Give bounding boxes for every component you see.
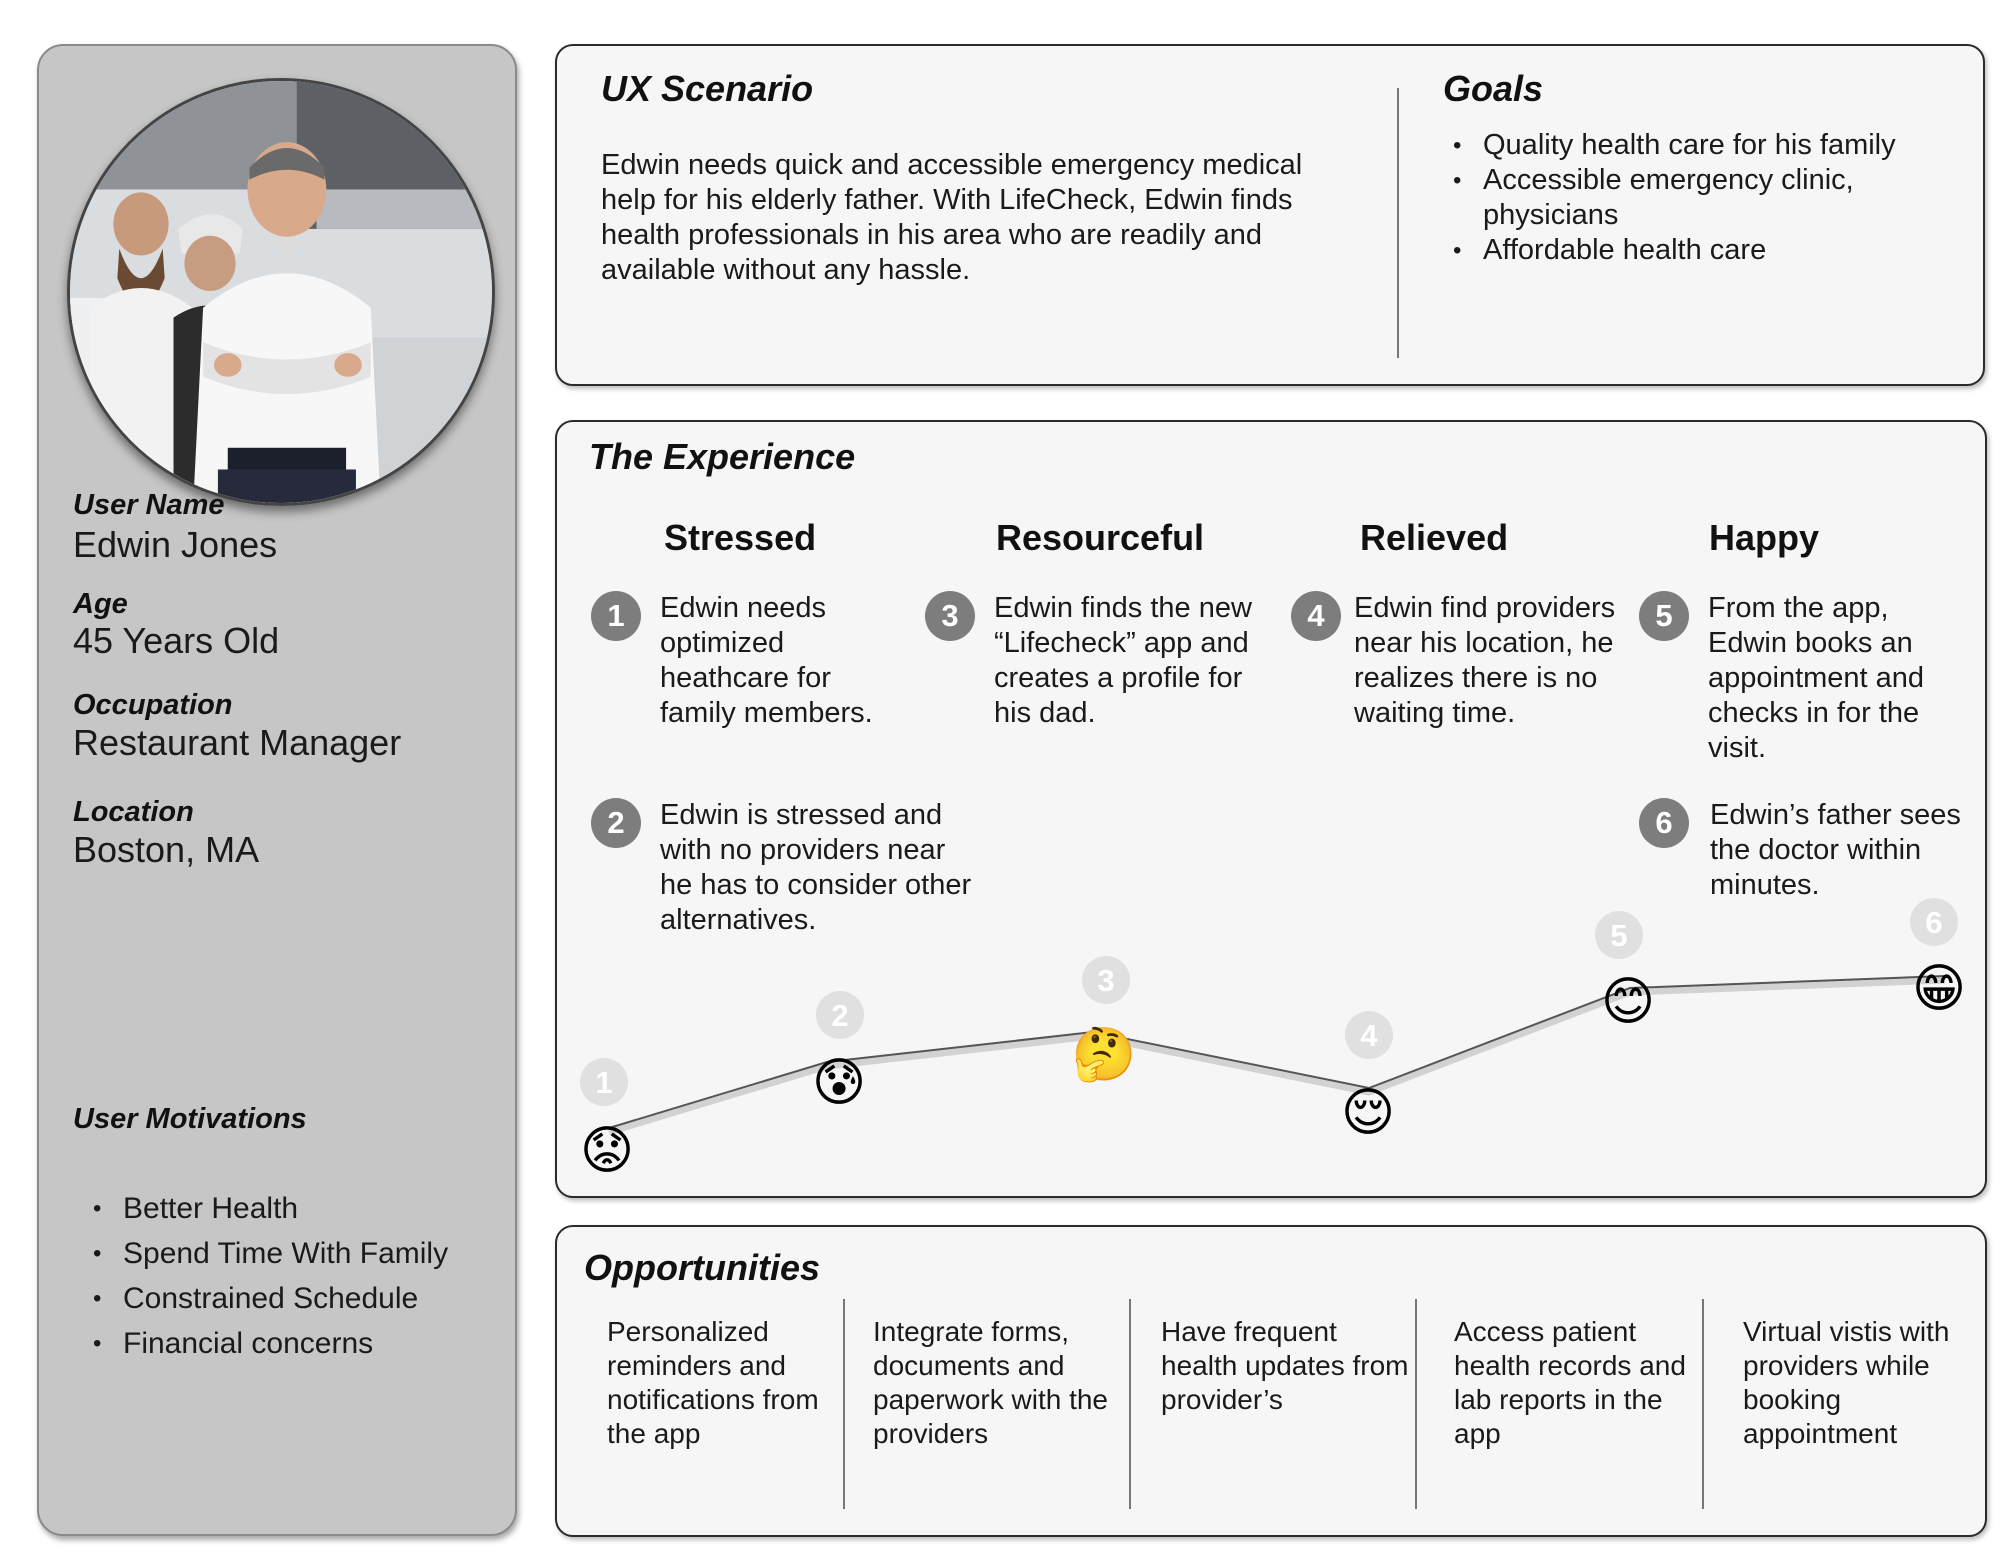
- step-text-1: Edwin needs optimized heathcare for fami…: [660, 592, 873, 729]
- opportunities-title: Opportunities: [584, 1247, 820, 1288]
- journey-point-2: 2 😰: [812, 991, 866, 1113]
- goal-item: Accessible emergency clinic, physicians: [1453, 163, 1973, 233]
- journey-number-3: 3: [1097, 963, 1114, 998]
- location-label: Location: [73, 796, 194, 828]
- journey-point-5: 5 😊: [1595, 911, 1655, 1032]
- age-label: Age: [73, 588, 128, 620]
- step-text-2: Edwin is stressed and with no providers …: [660, 799, 972, 936]
- goal-item: Quality health care for his family: [1453, 128, 1973, 163]
- opportunity-item-4: Access patient health records and lab re…: [1454, 1316, 1686, 1449]
- motivations-list: Better Health Spend Time With Family Con…: [93, 1186, 448, 1366]
- opportunity-divider: [1702, 1299, 1704, 1509]
- motivation-item: Financial concerns: [93, 1321, 448, 1366]
- experience-panel: The Experience Stressed Resourceful Reli…: [555, 420, 1987, 1198]
- journey-number-6: 6: [1925, 905, 1942, 940]
- step-badge-5: 5: [1639, 591, 1689, 641]
- journey-point-6: 6 😁: [1910, 898, 1966, 1019]
- scenario-divider: [1397, 88, 1399, 358]
- experience-title: The Experience: [589, 436, 856, 477]
- location-value: Boston, MA: [73, 829, 260, 870]
- scenario-panel: UX Scenario Edwin needs quick and access…: [555, 44, 1985, 386]
- step-badge-6: 6: [1639, 798, 1689, 848]
- step-badge-3: 3: [925, 591, 975, 641]
- opportunity-divider: [1129, 1299, 1131, 1509]
- goals-list: Quality health care for his family Acces…: [1453, 128, 1973, 268]
- opportunity-item-2: Integrate forms, documents and paperwork…: [873, 1316, 1109, 1449]
- opportunity-item-1: Personalized reminders and notifications…: [607, 1316, 819, 1449]
- journey-point-4: 4 😌: [1341, 1011, 1395, 1143]
- stage-stressed: Stressed: [664, 517, 817, 558]
- emoji-worried: 😟: [580, 1121, 634, 1181]
- opportunity-item-5: Virtual vistis with providers while book…: [1743, 1316, 1950, 1449]
- motivation-item: Better Health: [93, 1186, 448, 1231]
- journey-point-1: 1 😟: [580, 1058, 634, 1181]
- emoji-relieved: 😌: [1341, 1083, 1395, 1143]
- stage-relieved: Relieved: [1360, 517, 1509, 558]
- journey-number-1: 1: [595, 1065, 612, 1100]
- opportunity-divider: [843, 1299, 845, 1509]
- emoji-thinking: 🤔: [1072, 1025, 1137, 1085]
- goal-item: Affordable health care: [1453, 233, 1973, 268]
- scenario-title: UX Scenario: [601, 68, 814, 109]
- persona-sidebar: User Name Edwin Jones Age 45 Years Old O…: [37, 44, 517, 1536]
- step-badge-2: 2: [591, 798, 641, 848]
- occupation-label: Occupation: [73, 689, 233, 721]
- occupation-value: Restaurant Manager: [73, 722, 402, 763]
- scenario-text: Edwin needs quick and accessible emergen…: [601, 149, 1303, 286]
- journey-number-2: 2: [831, 998, 848, 1033]
- age-value: 45 Years Old: [73, 620, 280, 661]
- step-badge-4: 4: [1291, 591, 1341, 641]
- journey-point-3: 3 🤔: [1072, 956, 1137, 1085]
- emotion-journey: 1 😟 2 😰 3 🤔 4 😌 5 😊 6 😁: [580, 898, 1966, 1181]
- opportunity-item-3: Have frequent health updates from provid…: [1161, 1316, 1409, 1415]
- emoji-grinning: 😁: [1912, 959, 1966, 1019]
- stage-happy: Happy: [1709, 517, 1820, 558]
- persona-photo: [70, 81, 492, 503]
- goals-title: Goals: [1443, 68, 1544, 109]
- opportunity-divider: [1415, 1299, 1417, 1509]
- motivation-item: Constrained Schedule: [93, 1276, 448, 1321]
- step-text-5: From the app, Edwin books an appointment…: [1708, 592, 1925, 764]
- journey-number-4: 4: [1360, 1018, 1378, 1053]
- step-text-4: Edwin find providers near his location, …: [1354, 592, 1616, 729]
- journey-number-5: 5: [1610, 918, 1627, 953]
- user-name-value: Edwin Jones: [73, 524, 278, 565]
- step-badge-1: 1: [591, 591, 641, 641]
- motivations-label: User Motivations: [73, 1103, 307, 1135]
- step-text-3: Edwin finds the new “Lifecheck” app and …: [994, 592, 1252, 729]
- emoji-anxious: 😰: [812, 1053, 866, 1113]
- stage-resourceful: Resourceful: [996, 517, 1205, 558]
- opportunities-panel: Opportunities Personalized reminders and…: [555, 1225, 1987, 1537]
- motivation-item: Spend Time With Family: [93, 1231, 448, 1276]
- user-name-label: User Name: [73, 489, 225, 521]
- persona-avatar: [67, 78, 495, 506]
- step-text-6: Edwin’s father sees the doctor within mi…: [1710, 799, 1961, 901]
- emoji-smiling: 😊: [1601, 972, 1655, 1032]
